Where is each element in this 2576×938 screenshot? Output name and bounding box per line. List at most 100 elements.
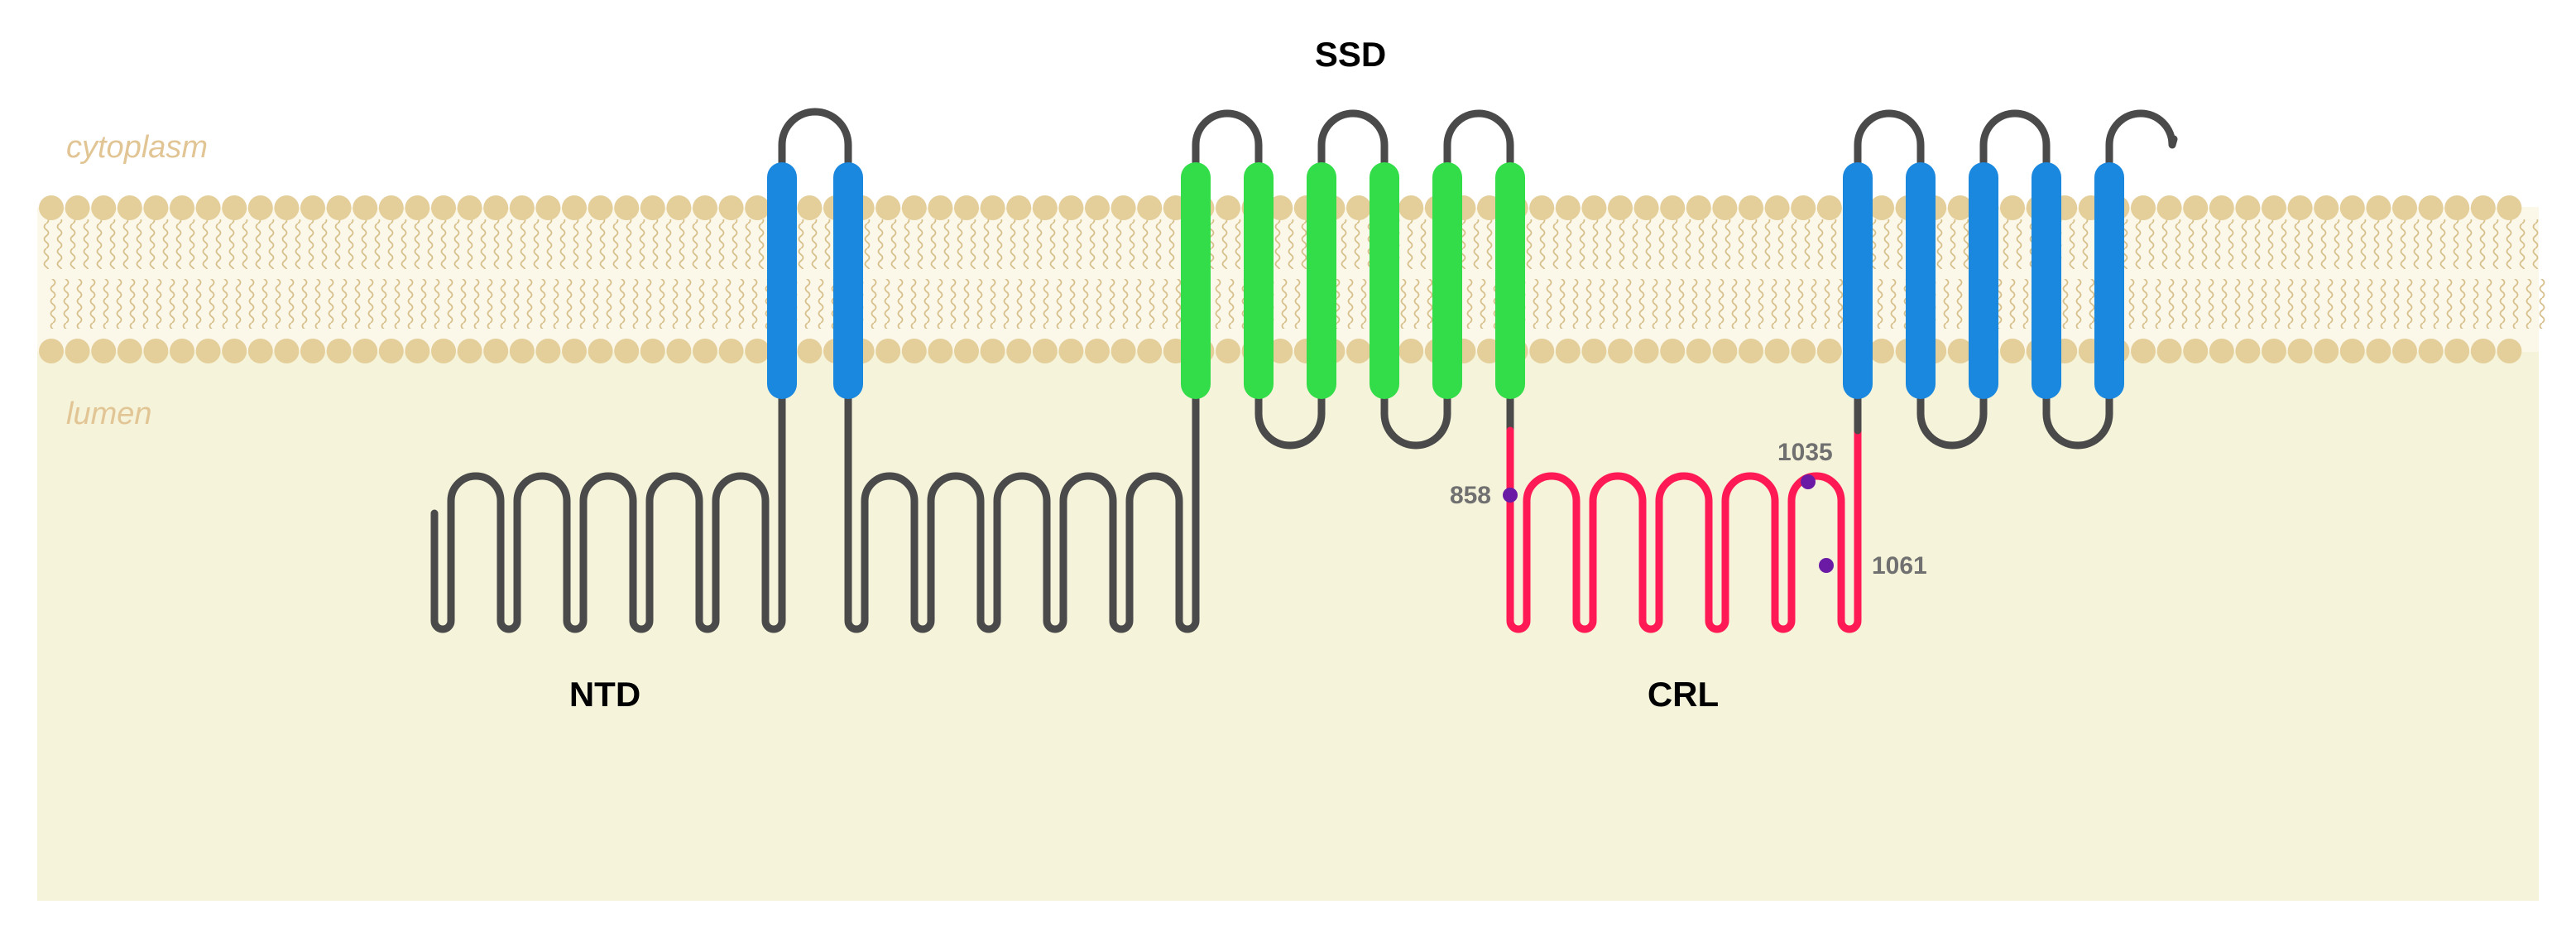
lipid-head	[562, 195, 587, 220]
lipid-head	[1268, 339, 1293, 363]
lipid-head	[1660, 339, 1686, 363]
tm-helix-9	[1843, 162, 1873, 399]
lipid-head	[2392, 339, 2417, 363]
lipid-head	[195, 339, 221, 363]
lipid-head	[274, 195, 300, 220]
lipid-head	[1608, 339, 1633, 363]
lipid-head	[797, 339, 823, 363]
lipid-head	[1947, 195, 1973, 220]
ssd-helix-6	[1495, 162, 1525, 399]
lipid-head	[91, 339, 117, 363]
lipid-head	[405, 339, 430, 363]
lipid-head	[1633, 195, 1659, 220]
lipid-head	[65, 339, 90, 363]
lipid-head	[797, 195, 823, 220]
lipid-head	[1268, 195, 1293, 220]
lipid-head	[1791, 339, 1816, 363]
lipid-head	[2131, 195, 2156, 220]
tm-helix-10	[1906, 162, 1936, 399]
lipid-head	[640, 339, 665, 363]
ssd-helix-2	[1244, 162, 1274, 399]
lipid-head	[1581, 195, 1607, 220]
ntd-backbone	[430, 385, 786, 633]
lipid-head	[875, 195, 901, 220]
residue-858-label: 858	[1450, 482, 1491, 509]
lipid-head	[431, 195, 456, 220]
lipid-head	[247, 339, 273, 363]
lipid-head	[535, 195, 561, 220]
lipid-head	[1216, 195, 1240, 220]
lipid-head	[405, 195, 430, 220]
lipid-head	[1032, 195, 1058, 220]
lipid-head	[300, 195, 325, 220]
lipid-head	[2235, 339, 2261, 363]
lipid-head	[614, 339, 640, 363]
bilayer-lower-tails	[44, 279, 2545, 329]
lumen-label: lumen	[66, 397, 152, 431]
lipid-head	[2183, 339, 2209, 363]
lipid-head	[980, 195, 1005, 220]
tm-helices-ssd	[1181, 162, 1525, 399]
cytoplasm-label: cytoplasm	[66, 130, 208, 165]
lipid-head	[535, 339, 561, 363]
tm-helix-1	[767, 162, 797, 399]
lipid-head	[901, 195, 927, 220]
bilayer-upper-tails	[37, 219, 2539, 269]
lipid-head	[1608, 195, 1633, 220]
lipid-head	[509, 195, 535, 220]
lipid-head	[1111, 339, 1136, 363]
lumen-background	[37, 326, 2539, 901]
lipid-head	[1869, 195, 1894, 220]
lipid-head	[1058, 195, 1084, 220]
lipid-head	[1398, 339, 1424, 363]
ntd-domain-label: NTD	[569, 675, 640, 714]
ssd-helix-4	[1370, 162, 1399, 399]
lipid-head	[143, 339, 169, 363]
ssd-domain-label: SSD	[1315, 35, 1386, 74]
lipid-head	[2156, 339, 2182, 363]
lipid-head	[143, 195, 169, 220]
lipid-head	[2262, 339, 2286, 363]
lipid-head	[1660, 195, 1686, 220]
lipid-head	[2209, 195, 2234, 220]
lipid-head	[117, 195, 142, 220]
lipid-head	[1739, 195, 1763, 220]
lipid-head	[247, 195, 273, 220]
lipid-head	[1712, 195, 1738, 220]
lipid-head	[980, 339, 1005, 363]
lipid-head	[1006, 195, 1032, 220]
lipid-head	[2209, 339, 2234, 363]
lipid-head	[693, 195, 717, 220]
lipid-head	[954, 339, 979, 363]
lipid-head	[509, 339, 535, 363]
lipid-head	[2262, 195, 2286, 220]
lipid-head	[1555, 195, 1581, 220]
lipid-head	[1137, 339, 1163, 363]
lipid-heads-lower	[39, 339, 2522, 363]
lipid-head	[614, 195, 640, 220]
lipid-head	[2131, 339, 2156, 363]
lipid-head	[457, 195, 482, 220]
lipid-head	[1869, 339, 1894, 363]
lipid-head	[2366, 339, 2391, 363]
lipid-head	[588, 339, 613, 363]
tm-helix-12	[2032, 162, 2061, 399]
lipid-head	[195, 195, 221, 220]
lipid-head	[1633, 339, 1659, 363]
residue-1061-marker	[1819, 558, 1834, 573]
lipid-head	[1216, 339, 1240, 363]
lipid-head	[222, 339, 247, 363]
lipid-head	[222, 195, 247, 220]
lipid-head	[483, 339, 509, 363]
lipid-head	[1816, 339, 1842, 363]
lipid-head	[1398, 195, 1424, 220]
lipid-head	[1581, 339, 1607, 363]
lipid-head	[1947, 339, 1973, 363]
lipid-head	[562, 339, 587, 363]
lipid-head	[2444, 195, 2470, 220]
lipid-head	[1111, 195, 1136, 220]
lipid-head	[2418, 195, 2444, 220]
lipid-head	[2183, 195, 2209, 220]
lipid-head	[1555, 339, 1581, 363]
